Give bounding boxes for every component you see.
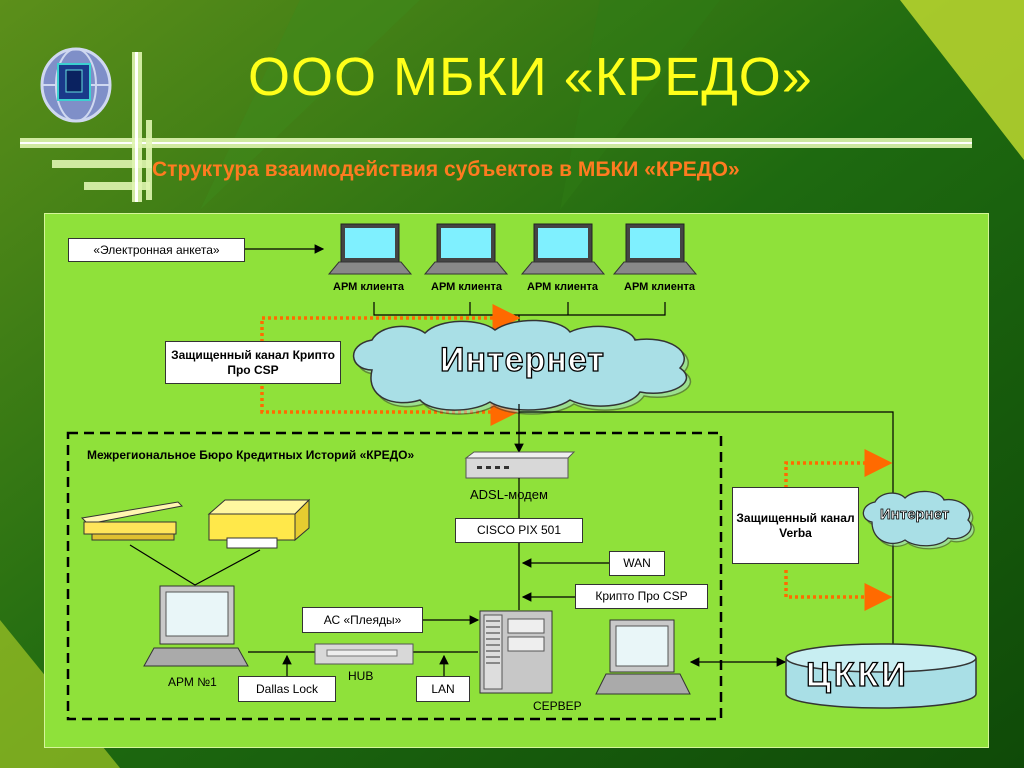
internet-cloud-main <box>352 319 692 415</box>
electronic-form-box: «Электронная анкета» <box>68 238 245 262</box>
slide-title: ООО МБКИ «КРЕДО» <box>248 47 813 107</box>
dallas-lock-box: Dallas Lock <box>238 676 336 702</box>
laptop-icon <box>520 223 606 275</box>
adsl-modem-label: ADSL-модем <box>470 487 548 502</box>
ac-pleiady-box: АС «Плеяды» <box>302 607 423 633</box>
client-workstation-label: АРМ клиента <box>527 281 599 293</box>
client-workstation-label: АРМ клиента <box>333 281 405 293</box>
bureau-name-label: Межрегиональное Бюро Кредитных Историй «… <box>87 448 415 462</box>
printer-icon <box>207 498 311 549</box>
wan-box: WAN <box>609 551 665 576</box>
desktop-computer-icon <box>143 585 249 667</box>
scanner-icon <box>80 501 184 541</box>
secure-channel-crypto-box: Защищенный канал Крипто Про CSP <box>165 341 341 384</box>
internet-cloud-small <box>862 490 975 550</box>
laptop-icon <box>423 223 509 275</box>
secure-channel-verba-box: Защищенный канал Verba <box>732 487 859 564</box>
lan-box: LAN <box>416 676 470 702</box>
laptop-icon <box>327 223 413 275</box>
ckki-label: ЦККИ <box>805 655 909 694</box>
cisco-box: CISCO PIX 501 <box>455 518 583 543</box>
slide-subtitle: Структура взаимодействия субъектов в МБК… <box>152 158 740 181</box>
client-workstation-label: АРМ клиента <box>624 281 696 293</box>
globe-logo-icon <box>40 47 112 123</box>
laptop-icon <box>595 619 691 695</box>
arm1-label: АРМ №1 <box>168 675 217 689</box>
hub-label: HUB <box>348 669 374 683</box>
client-workstation-label: АРМ клиента <box>431 281 503 293</box>
hub-device-icon <box>314 643 414 665</box>
internet-main-label: Интернет <box>439 340 605 379</box>
laptop-icon <box>612 223 698 275</box>
server-label: СЕРВЕР <box>533 699 582 713</box>
server-icon <box>479 610 553 694</box>
adsl-modem-device <box>464 451 576 479</box>
internet-small-label: Интернет <box>880 506 950 524</box>
ckki-database-cylinder <box>785 643 977 709</box>
crypto-pro-box: Крипто Про CSP <box>575 584 708 609</box>
